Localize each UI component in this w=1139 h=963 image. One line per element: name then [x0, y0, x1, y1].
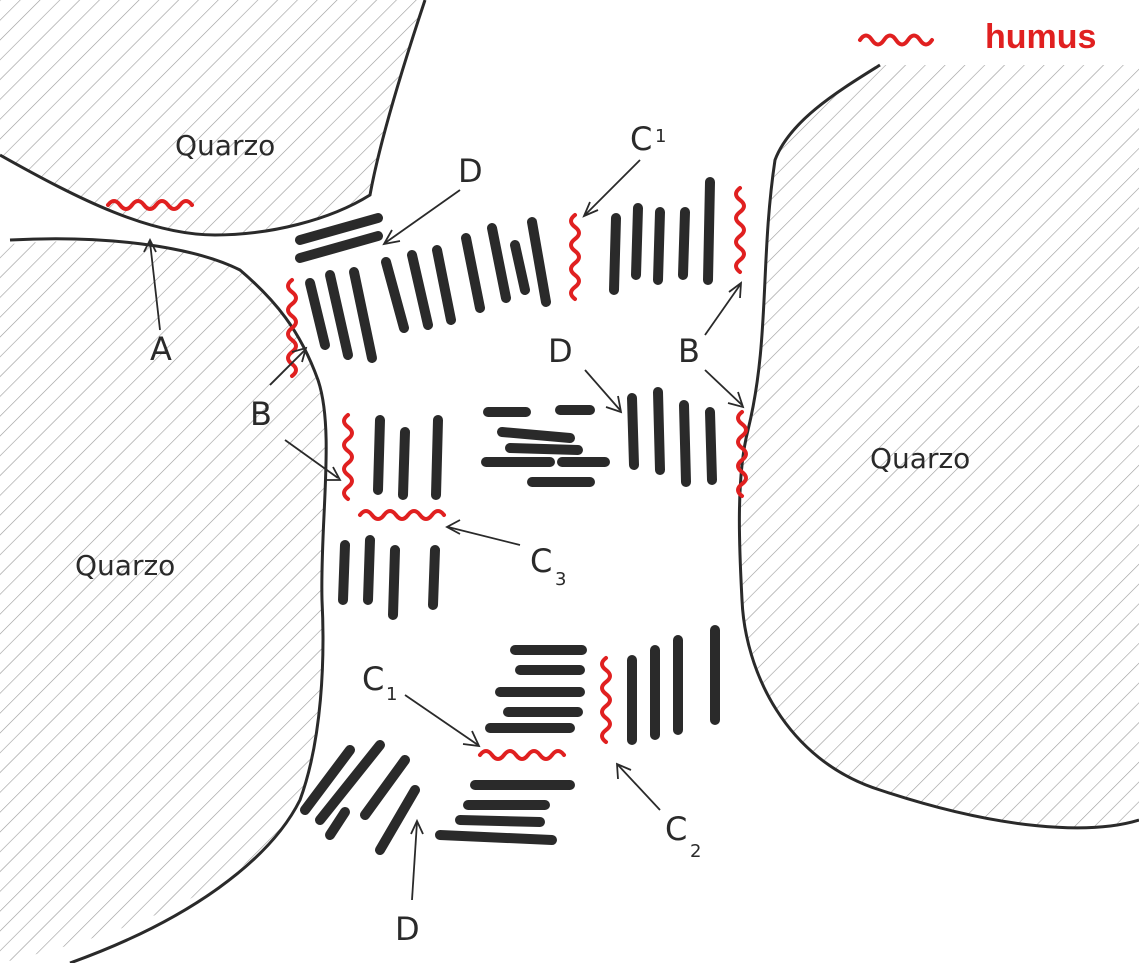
label-c1-bottom-sub: 1 [386, 684, 397, 705]
label-c3: C [530, 542, 552, 580]
legend: humus [860, 18, 1096, 56]
label-c1-top: C [630, 120, 652, 158]
clay-platelet [310, 283, 325, 345]
clay-platelet [460, 820, 540, 822]
clay-platelet [403, 432, 405, 495]
clay-platelet [532, 222, 546, 302]
clay-platelet [343, 545, 345, 600]
humus-band-c3 [360, 511, 444, 519]
clay-platelet [708, 182, 710, 280]
legend-label: humus [985, 18, 1096, 56]
humus-legend-swatch [860, 36, 932, 45]
arrow-c3 [448, 527, 520, 545]
label-a: A [150, 330, 172, 368]
clay-platelet [683, 212, 685, 275]
label-c2-sub: 2 [690, 841, 701, 862]
label-c1-bottom: C [362, 660, 384, 698]
arrow-d-bottom [412, 822, 417, 900]
clay-platelet [510, 448, 578, 450]
clay-platelet [380, 790, 415, 850]
label-quartz-top-left: Quarzo [175, 129, 275, 162]
humus-band-b-right-top [736, 188, 744, 272]
arrow-c1-bottom [405, 695, 478, 745]
clay-platelet [437, 250, 451, 320]
clay-platelet [365, 760, 405, 815]
clay-platelet [614, 218, 616, 290]
label-c1-top-sub: 1 [655, 126, 666, 147]
clay-platelet [658, 392, 660, 470]
clay-platelet [440, 835, 552, 840]
clay-platelet [492, 228, 506, 298]
humus-band-c2 [602, 658, 610, 742]
label-c3-sub: 3 [555, 569, 566, 590]
label-d-top: D [458, 152, 483, 190]
label-d-mid: D [548, 332, 573, 370]
label-quartz-left: Quarzo [75, 549, 175, 582]
clay-platelet [436, 420, 438, 495]
clay-platelet [658, 212, 660, 280]
label-b-left: B [250, 395, 272, 433]
clay-platelet [393, 550, 395, 615]
clay-platelet [502, 432, 570, 438]
clay-platelet [636, 208, 638, 275]
humus-band-c1-top [571, 215, 579, 299]
clay-platelet [386, 262, 404, 328]
clay-platelet [515, 245, 525, 290]
clay-platelet [710, 412, 712, 480]
label-d-bottom: D [395, 910, 420, 948]
clay-platelet [378, 420, 380, 490]
clay-platelet [330, 275, 348, 355]
clay-platelet [412, 255, 428, 325]
clay-platelet [368, 540, 370, 600]
label-c2: C [665, 810, 687, 848]
clay-platelet [330, 812, 345, 835]
arrow-d-mid [585, 370, 620, 410]
clay-platelet [632, 398, 634, 465]
label-b-right: B [678, 332, 700, 370]
clay-platelet [433, 550, 435, 605]
arrow-b-right-top [705, 285, 740, 335]
arrow-c1-top [585, 160, 640, 215]
label-quartz-right: Quarzo [870, 442, 970, 475]
arrow-c2 [618, 765, 660, 810]
arrow-d-top [385, 190, 460, 243]
humus-band-b-left-mid [344, 415, 352, 499]
clay-platelet [466, 238, 480, 308]
humus-band-c1-bottom [480, 751, 564, 759]
clay-platelet [684, 405, 686, 482]
arrow-b-right-bottom [705, 370, 742, 405]
clay-platelet [354, 272, 372, 358]
